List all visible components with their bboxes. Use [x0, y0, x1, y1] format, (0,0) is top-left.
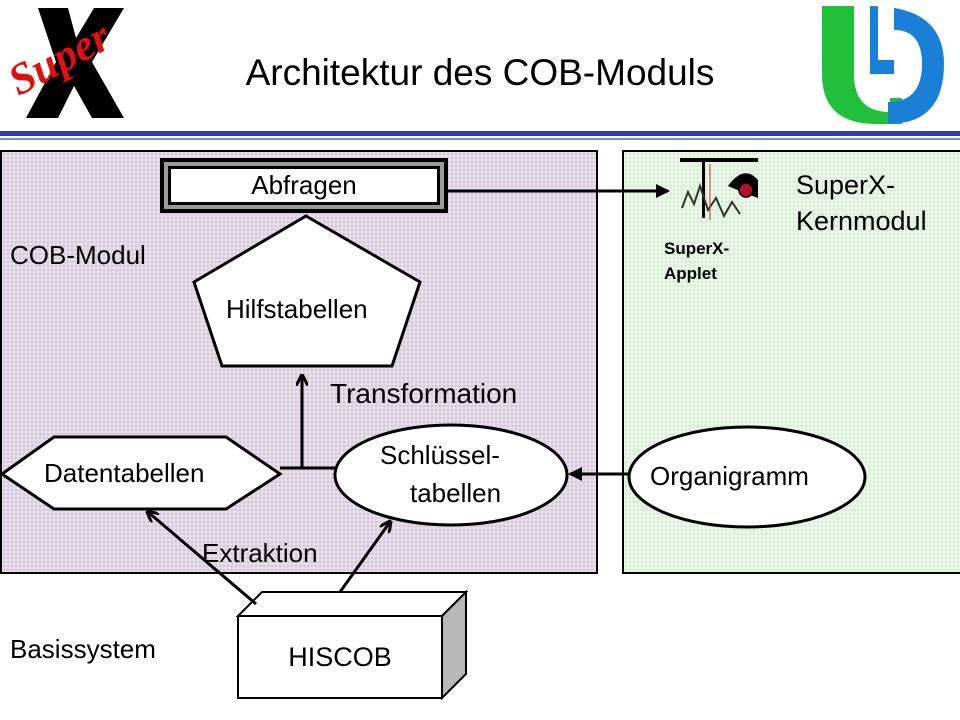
applet-icon — [680, 158, 760, 222]
hilfstabellen-shape — [192, 214, 422, 368]
schluessel-label-line1: Schlüssel- — [380, 440, 500, 470]
hiscob-label: HISCOB — [288, 642, 392, 672]
extraktion-label: Extraktion — [202, 538, 318, 568]
abfragen-label: Abfragen — [251, 170, 357, 200]
university-logo-icon — [818, 2, 948, 126]
datentabellen-shape — [0, 435, 283, 511]
hilfstabellen-label: Hilfstabellen — [226, 294, 368, 324]
schluessel-label-line2: tabellen — [410, 478, 502, 508]
page-title: Architektur des COB-Moduls — [245, 52, 715, 93]
applet-label-line1: SuperX- — [664, 239, 730, 258]
transformation-label: Transformation — [330, 378, 518, 409]
header-rule-thin — [0, 138, 960, 140]
superx-logo-icon: Super — [0, 0, 130, 125]
datentabellen-label: Datentabellen — [44, 458, 205, 488]
basissystem-label: Basissystem — [10, 634, 156, 664]
abfragen-box: Abfragen — [160, 158, 448, 213]
organigramm-label: Organigramm — [650, 461, 809, 491]
applet-label-line2: Applet — [664, 264, 717, 283]
organigramm-shape — [627, 425, 867, 529]
kernmodul-label-line2: Kernmodul — [796, 206, 927, 236]
extraktion-arrow-right — [338, 522, 390, 593]
extraktion-arrow-left — [148, 512, 257, 606]
kernmodul-label-line1: SuperX- — [796, 170, 896, 200]
header-rule — [0, 131, 960, 136]
hiscob-shape — [235, 589, 469, 701]
cob-modul-label: COB-Modul — [10, 240, 146, 270]
schluesseltabellen-shape — [333, 423, 569, 527]
